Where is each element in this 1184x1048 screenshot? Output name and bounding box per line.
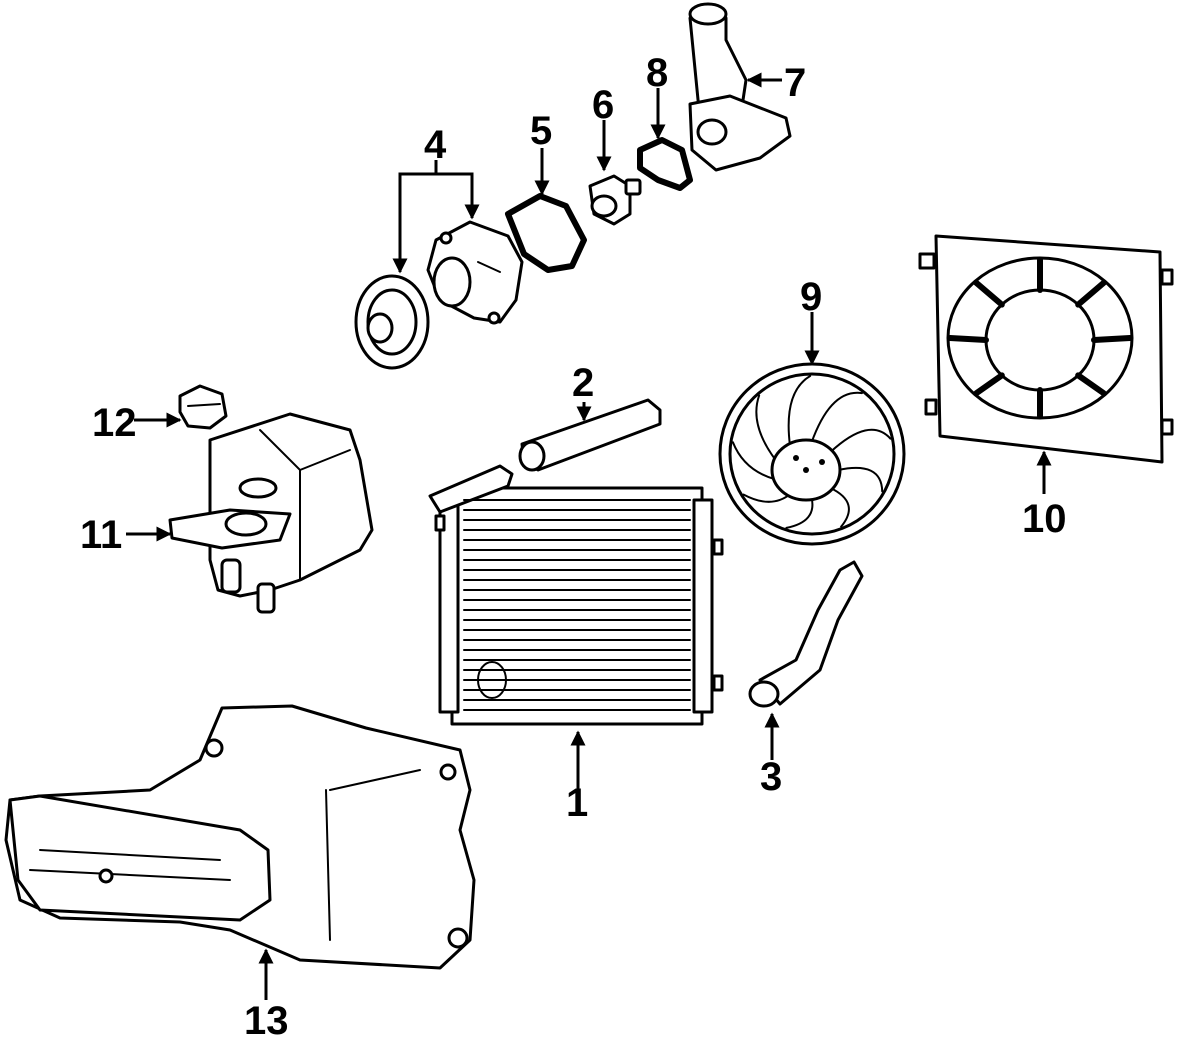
fan-blade [785, 496, 814, 529]
shroud-spoke [1091, 335, 1133, 343]
part-air-duct [4, 704, 476, 970]
part-gasket [505, 193, 587, 273]
callout-8: 8 [646, 51, 668, 95]
callout-5: 5 [530, 109, 552, 153]
callout-3: 3 [760, 755, 782, 799]
fan-blade [829, 486, 850, 528]
callout-labels: 1 2 3 4 5 6 7 8 9 10 11 12 13 [80, 51, 1067, 1043]
part-upper-hose [518, 398, 662, 472]
fan-blade [837, 466, 884, 493]
shroud-spoke [1075, 279, 1107, 308]
leader-lines [126, 72, 1052, 1000]
callout-1: 1 [566, 781, 588, 825]
part-cooling-fan [718, 362, 906, 546]
callout-10: 10 [1022, 497, 1067, 541]
part-thermostat [588, 174, 642, 226]
callout-11: 11 [80, 513, 122, 557]
radiator-fins [463, 499, 691, 711]
callout-2: 2 [572, 361, 594, 405]
part-coolant-reservoir [168, 412, 374, 614]
shroud-spoke [1075, 372, 1107, 397]
part-water-pump [354, 220, 524, 370]
shroud-spoke [973, 372, 1005, 397]
fan-blade [731, 441, 777, 481]
part-thermostat-housing [688, 2, 792, 172]
callout-9: 9 [800, 275, 822, 319]
shroud-spokes [947, 257, 1133, 419]
part-lower-hose [748, 560, 864, 708]
callout-12: 12 [92, 401, 137, 445]
fan-blade [787, 375, 812, 447]
fan-blade [755, 394, 777, 462]
callout-4: 4 [424, 123, 447, 167]
callout-6: 6 [592, 83, 614, 127]
part-reservoir-cap [178, 384, 228, 430]
callout-13: 13 [244, 999, 289, 1043]
fan-blade [829, 428, 892, 454]
shroud-spoke [947, 335, 989, 343]
shroud-spoke [973, 279, 1005, 308]
part-fan-shroud [918, 234, 1174, 464]
callout-7: 7 [784, 61, 806, 105]
part-o-ring [637, 137, 693, 191]
fan-blade [810, 391, 863, 444]
part-radiator [428, 464, 724, 726]
